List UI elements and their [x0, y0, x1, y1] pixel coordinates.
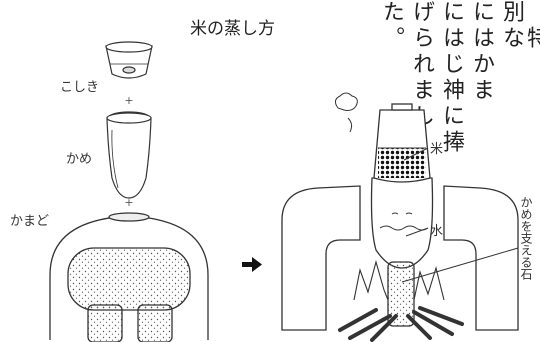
koshiki-vessel: [105, 41, 153, 79]
vertical-text-col-2: 別な: [499, 0, 524, 52]
vertical-text-col-6: た。: [379, 0, 404, 52]
kamado-stove: [49, 212, 209, 342]
label-rice: 米: [430, 142, 444, 157]
vertical-text-col-1: 。特: [523, 0, 540, 52]
kame-vessel: [106, 111, 152, 199]
label-koshiki: こしき: [60, 80, 100, 95]
callout-lines: [401, 147, 519, 283]
assembled-stove: [281, 92, 519, 331]
vertical-text-col-3: にはかま: [469, 0, 494, 104]
plus-sign-1: +: [124, 94, 133, 107]
vertical-text-col-4: にはじ神に捧: [439, 0, 464, 156]
diagram-title: 米の蒸し方: [190, 19, 275, 39]
vertical-text-col-5: げられまし: [409, 0, 434, 130]
arrow-icon: [242, 257, 262, 272]
label-kame: かめ: [66, 152, 93, 167]
fire-and-firewood: [338, 259, 464, 342]
label-support-stone: かめを支える石: [519, 196, 533, 280]
label-kamado: かまど: [10, 214, 50, 229]
plus-sign-2: +: [124, 196, 133, 209]
label-water: 水: [430, 224, 444, 239]
arrow-label: ➡: [244, 254, 256, 270]
